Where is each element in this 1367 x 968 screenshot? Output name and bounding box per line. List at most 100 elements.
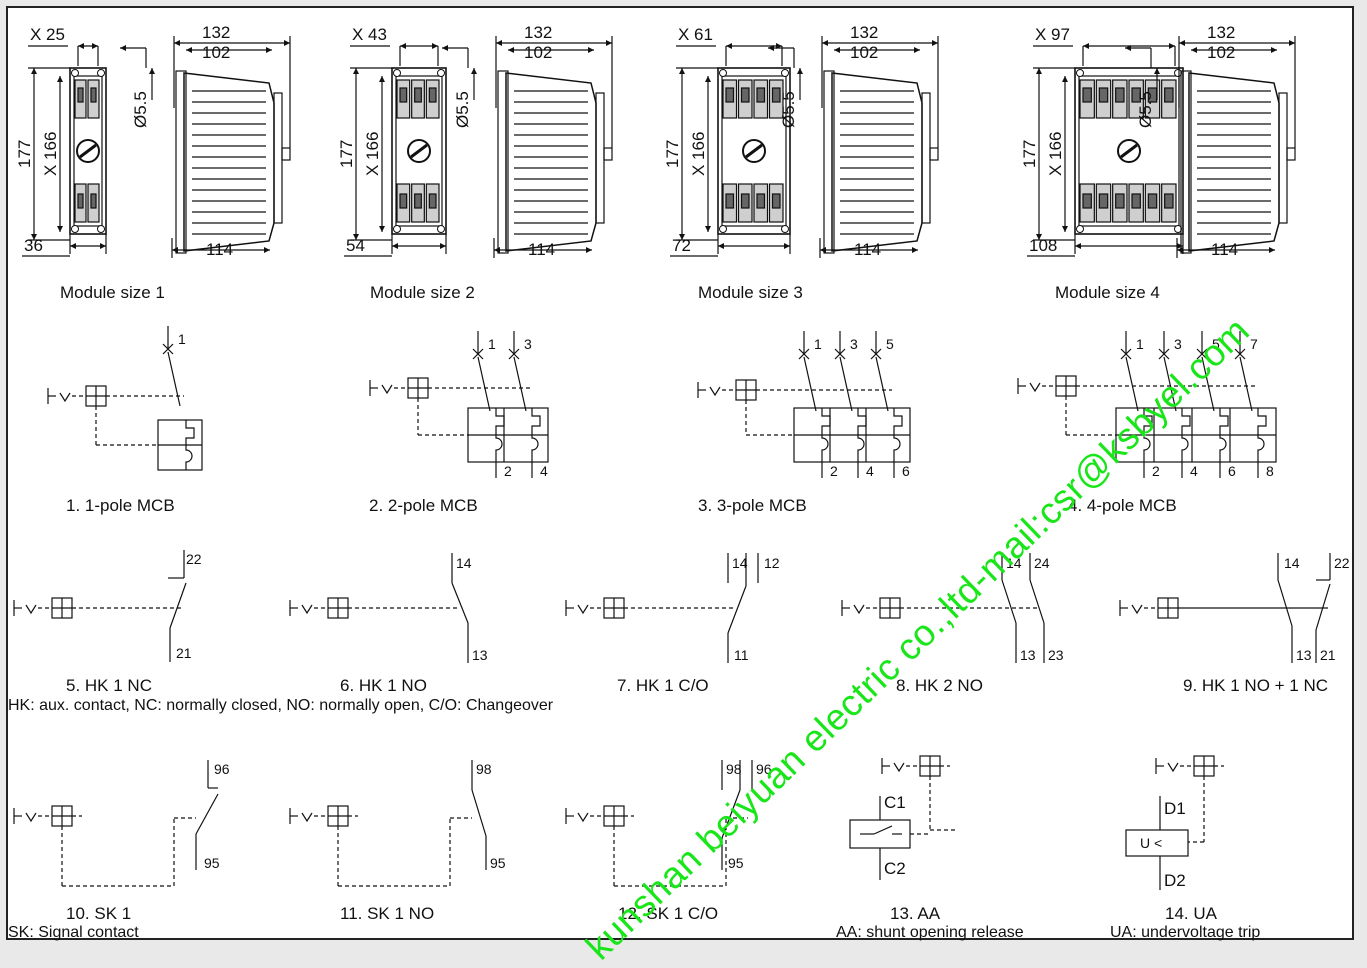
dim-x-top: X 61 <box>678 25 713 44</box>
dim-depth-114: 114 <box>206 240 233 259</box>
dim-bottom-width: 36 <box>24 236 43 255</box>
terminal-top: 22 <box>1334 555 1350 571</box>
dim-height: 177 <box>15 140 34 168</box>
dim-x-top: X 43 <box>352 25 387 44</box>
dim-x-side: X 166 <box>1046 132 1065 176</box>
terminal-c1: C1 <box>884 793 906 812</box>
sk-legend: SK: Signal contact <box>8 924 139 941</box>
terminal-bottom: 2 <box>830 463 838 479</box>
dim-x-side: X 166 <box>41 132 60 176</box>
terminal-bottom: 13 <box>1020 647 1036 663</box>
hk-diagram-9: 14 22 13 21 <box>1119 553 1350 663</box>
terminal-bottom: 95 <box>490 855 506 871</box>
dim-bottom-width: 54 <box>346 236 365 255</box>
sk-caption-10: 10. SK 1 <box>66 904 132 923</box>
aa-caption: 13. AA <box>890 904 941 923</box>
module-caption-2: Module size 2 <box>370 283 475 302</box>
terminal-top: 14 <box>1284 555 1300 571</box>
dim-depth-102: 102 <box>202 43 230 62</box>
terminal-top: 1 <box>814 336 822 352</box>
dim-x-top: X 97 <box>1035 25 1070 44</box>
terminal-bottom: 13 <box>472 647 488 663</box>
dim-depth-132: 132 <box>202 23 230 42</box>
mcb-diagram-1: 1 <box>47 326 203 471</box>
terminal-bottom: 6 <box>902 463 910 479</box>
hk-caption-6: 6. HK 1 NO <box>340 676 427 695</box>
module-caption-3: Module size 3 <box>698 283 803 302</box>
terminal-top: 7 <box>1250 336 1258 352</box>
dim-hole: Ø5.5 <box>779 91 798 128</box>
dim-bottom-width: 72 <box>672 236 691 255</box>
terminal-bottom: 11 <box>734 647 749 663</box>
ua-caption: 14. UA <box>1165 904 1217 923</box>
dim-hole: Ø5.5 <box>1136 91 1155 128</box>
terminal-top: 96 <box>214 761 230 777</box>
terminal-top: 1 <box>178 331 186 347</box>
module-caption-4: Module size 4 <box>1055 283 1160 302</box>
terminal-top: 98 <box>726 761 742 777</box>
terminal-bottom: 8 <box>1266 463 1274 479</box>
dim-x-side: X 166 <box>363 132 382 176</box>
terminal-top: 14 <box>1006 555 1022 571</box>
terminal-top: 22 <box>186 551 202 567</box>
terminal-top: 5 <box>1212 336 1220 352</box>
terminal-bottom: 4 <box>866 463 874 479</box>
mcb-caption-3: 3. 3-pole MCB <box>698 496 807 515</box>
mcb-caption-1: 1. 1-pole MCB <box>66 496 175 515</box>
terminal-bottom: 13 <box>1296 647 1312 663</box>
terminal-top: 24 <box>1034 555 1050 571</box>
ua-legend: UA: undervoltage trip <box>1110 924 1261 941</box>
terminal-bottom: 4 <box>1190 463 1198 479</box>
hk-caption-9: 9. HK 1 NO + 1 NC <box>1183 676 1329 695</box>
dim-x-top: X 25 <box>30 25 65 44</box>
hk-caption-8: 8. HK 2 NO <box>896 676 983 695</box>
terminal-bottom: 21 <box>1320 647 1336 663</box>
sk-caption-12: 12. SK 1 C/O <box>618 904 719 923</box>
hk-diagram-5: 22 21 <box>13 550 202 662</box>
terminal-bottom: 4 <box>540 463 548 479</box>
dim-x-side: X 166 <box>689 132 708 176</box>
dim-depth-114: 114 <box>528 240 555 259</box>
dim-hole: Ø5.5 <box>453 91 472 128</box>
sk-diagram-11: 98 95 <box>289 760 506 887</box>
terminal-bottom: 2 <box>1152 463 1160 479</box>
mcb-caption-4: 4. 4-pole MCB <box>1068 496 1177 515</box>
sk-diagram-10: 96 95 <box>13 760 230 887</box>
terminal-top: 98 <box>476 761 492 777</box>
dim-depth-114: 114 <box>1211 240 1238 259</box>
terminal-bottom: 95 <box>728 855 744 871</box>
dim-hole: Ø5.5 <box>131 91 150 128</box>
terminal-bottom: 21 <box>176 645 192 661</box>
dim-depth-102: 102 <box>1207 43 1235 62</box>
hk-caption-5: 5. HK 1 NC <box>66 676 152 695</box>
dim-depth-102: 102 <box>850 43 878 62</box>
dim-depth-132: 132 <box>1207 23 1235 42</box>
terminal-top: 12 <box>764 555 780 571</box>
dim-bottom-width: 108 <box>1029 236 1057 255</box>
terminal-d1: D1 <box>1164 799 1186 818</box>
terminal-bottom: 6 <box>1228 463 1236 479</box>
terminal-bottom: 95 <box>204 855 220 871</box>
terminal-top: 3 <box>850 336 858 352</box>
ua-coil-label: U < <box>1140 835 1162 851</box>
dim-depth-102: 102 <box>524 43 552 62</box>
dim-depth-132: 132 <box>850 23 878 42</box>
hk-caption-7: 7. HK 1 C/O <box>617 676 709 695</box>
terminal-top: 1 <box>1136 336 1144 352</box>
aa-legend: AA: shunt opening release <box>836 924 1024 941</box>
terminal-top: 3 <box>524 336 532 352</box>
terminal-c2: C2 <box>884 859 906 878</box>
